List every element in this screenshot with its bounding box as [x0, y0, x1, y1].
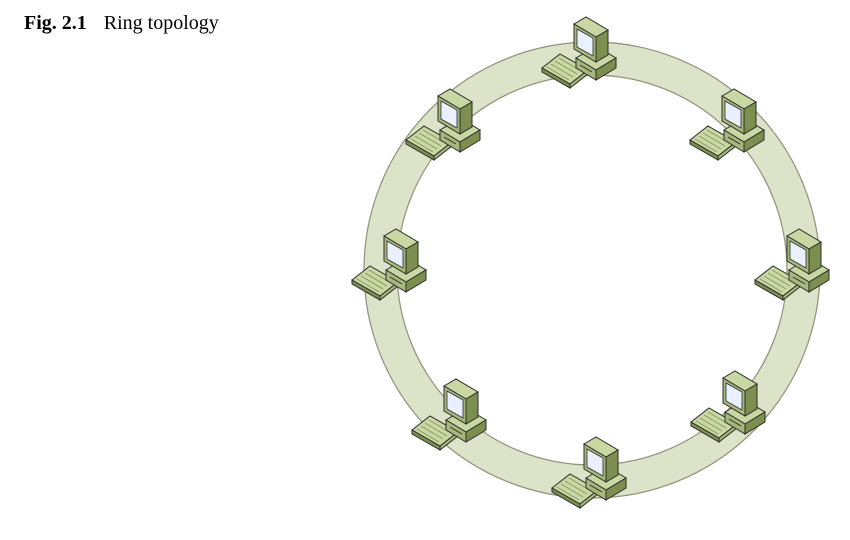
- figure-caption: Fig. 2.1 Ring topology: [24, 12, 219, 35]
- figure-title: Ring topology: [103, 12, 219, 34]
- computer-icon: [351, 228, 427, 301]
- computer-nodes: [351, 16, 830, 509]
- figure-label: Fig. 2.1: [24, 12, 87, 34]
